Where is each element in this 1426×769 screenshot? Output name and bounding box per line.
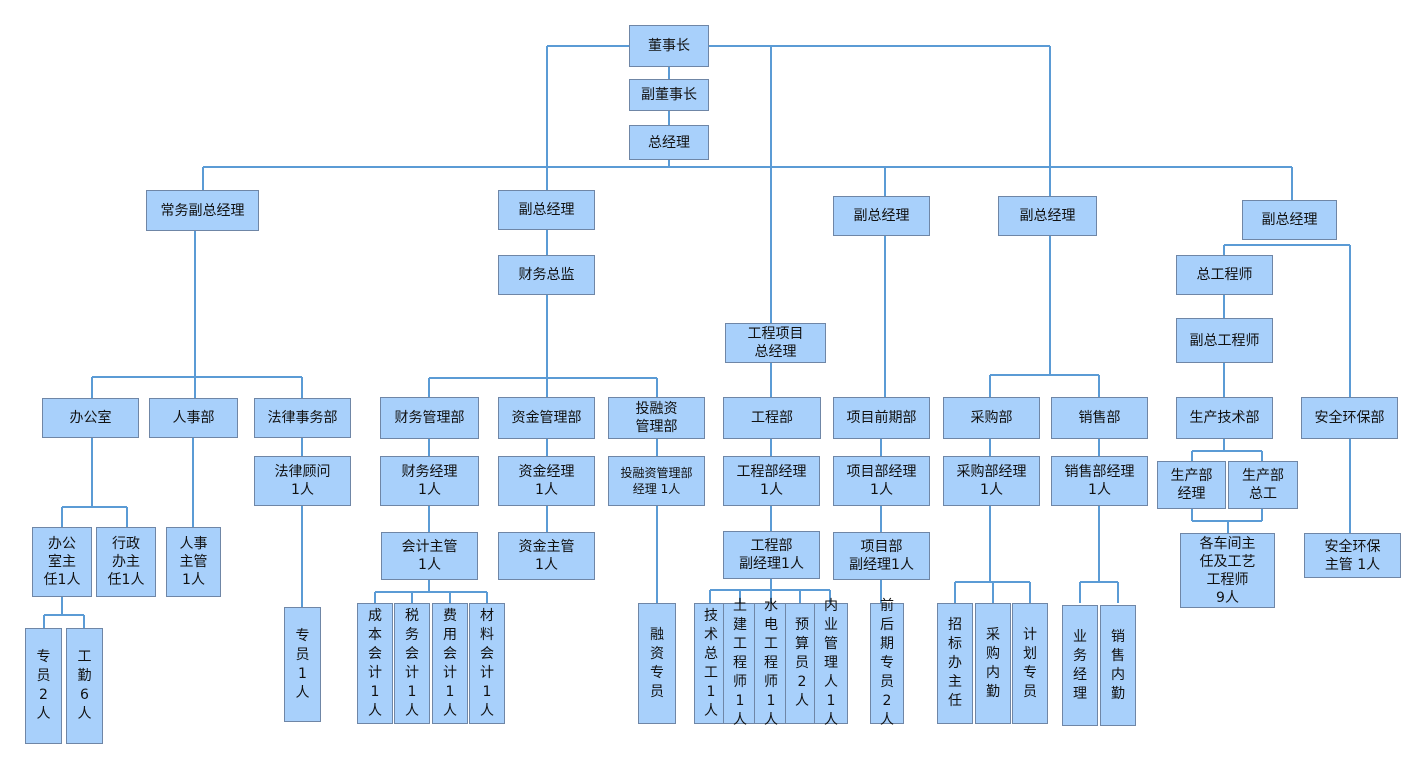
org-node-investment-manager: 投融资管理部 经理 1人 bbox=[608, 456, 705, 506]
org-node-office: 办公室 bbox=[42, 398, 139, 438]
org-node-workshop-directors: 各车间主 任及工艺 工程师 9人 bbox=[1180, 533, 1275, 608]
org-node-production-tech-dept: 生产技术部 bbox=[1176, 397, 1273, 439]
org-node-sales-manager: 销售部经理 1人 bbox=[1051, 456, 1148, 506]
org-node-deputy-chief-engineer: 副总工程师 bbox=[1176, 318, 1273, 363]
org-node-finance-manager: 财务经理 1人 bbox=[380, 456, 479, 506]
org-node-hr: 人事部 bbox=[149, 398, 238, 438]
org-node-chairman: 董事长 bbox=[629, 25, 709, 67]
org-node-finance-dept: 财务管理部 bbox=[380, 397, 479, 439]
org-node-admin-office: 行政 办主 任1人 bbox=[96, 527, 156, 597]
org-node-engineering-deputy: 工程部 副经理1人 bbox=[723, 531, 820, 579]
org-node-gm: 总经理 bbox=[629, 125, 709, 160]
org-node-investment-dept: 投融资 管理部 bbox=[608, 397, 705, 439]
org-node-budgeter: 预 算 员 2 人 bbox=[785, 603, 819, 724]
org-node-hr-supervisor: 人事 主管 1人 bbox=[166, 527, 221, 597]
org-node-sales-business-manager: 业 务 经 理 bbox=[1062, 605, 1098, 726]
org-node-engineering-manager: 工程部经理 1人 bbox=[723, 456, 820, 506]
org-node-production-manager: 生产部 经理 bbox=[1157, 461, 1226, 509]
org-node-project-gm: 工程项目 总经理 bbox=[725, 323, 826, 363]
org-node-sales-staff: 销 售 内 勤 bbox=[1100, 605, 1136, 726]
org-node-exec-vgm: 常务副总经理 bbox=[146, 190, 259, 231]
org-node-expense-accountant: 费 用 会 计 1 人 bbox=[432, 603, 468, 724]
org-node-planning-clerk: 计 划 专 员 bbox=[1012, 603, 1048, 724]
org-node-material-accountant: 材 料 会 计 1 人 bbox=[469, 603, 505, 724]
org-node-engineering-dept: 工程部 bbox=[723, 397, 821, 439]
org-node-vgm-1: 副总经理 bbox=[498, 190, 595, 230]
org-node-fund-dept: 资金管理部 bbox=[498, 397, 595, 439]
org-node-legal-clerk: 专 员 1 人 bbox=[284, 607, 321, 722]
org-node-accounting-supervisor: 会计主管 1人 bbox=[381, 532, 478, 580]
org-node-fund-supervisor: 资金主管 1人 bbox=[498, 532, 595, 580]
org-node-safety-dept: 安全环保部 bbox=[1301, 397, 1398, 439]
org-node-preproject-clerk: 前 后 期 专 员 2 人 bbox=[870, 598, 904, 728]
org-node-vgm-3: 副总经理 bbox=[998, 196, 1097, 236]
org-node-safety-supervisor: 安全环保 主管 1人 bbox=[1304, 533, 1401, 578]
org-node-vgm-2: 副总经理 bbox=[833, 196, 930, 236]
org-node-production-chief: 生产部 总工 bbox=[1228, 461, 1298, 509]
org-node-legal: 法律事务部 bbox=[254, 398, 351, 438]
org-node-purchasing-manager: 采购部经理 1人 bbox=[943, 456, 1040, 506]
org-node-project-manager: 项目部经理 1人 bbox=[833, 456, 930, 506]
org-node-attendance-6: 工 勤 6 人 bbox=[66, 628, 103, 744]
org-node-cfo: 财务总监 bbox=[498, 255, 595, 295]
org-node-clerk-2: 专 员 2 人 bbox=[25, 628, 62, 744]
org-node-purchasing-dept: 采购部 bbox=[943, 397, 1040, 439]
org-node-chief-engineer: 总工程师 bbox=[1176, 255, 1273, 295]
org-node-vice-chairman: 副董事长 bbox=[629, 79, 709, 111]
org-node-legal-advisor: 法律顾问 1人 bbox=[254, 456, 351, 506]
org-node-sales-dept: 销售部 bbox=[1051, 397, 1148, 439]
org-node-bidding-director: 招 标 办 主 任 bbox=[937, 603, 973, 724]
org-node-cost-accountant: 成 本 会 计 1 人 bbox=[357, 603, 393, 724]
org-node-internal-manager: 内 业 管 理 人 1 人 bbox=[814, 598, 848, 728]
org-node-mep-engineer: 水 电 工 程 师 1 人 bbox=[754, 598, 788, 728]
org-node-tax-accountant: 税 务 会 计 1 人 bbox=[394, 603, 430, 724]
org-node-financing-clerk: 融 资 专 员 bbox=[638, 603, 676, 724]
org-node-vgm-4: 副总经理 bbox=[1242, 200, 1337, 240]
org-node-purchasing-staff: 采 购 内 勤 bbox=[975, 603, 1011, 724]
org-node-project-deputy: 项目部 副经理1人 bbox=[833, 532, 930, 580]
org-node-office-director: 办公 室主 任1人 bbox=[32, 527, 92, 597]
org-node-preproject-dept: 项目前期部 bbox=[833, 397, 930, 439]
org-node-civil-engineer: 土 建 工 程 师 1 人 bbox=[723, 598, 757, 728]
org-node-fund-manager: 资金经理 1人 bbox=[498, 456, 595, 506]
